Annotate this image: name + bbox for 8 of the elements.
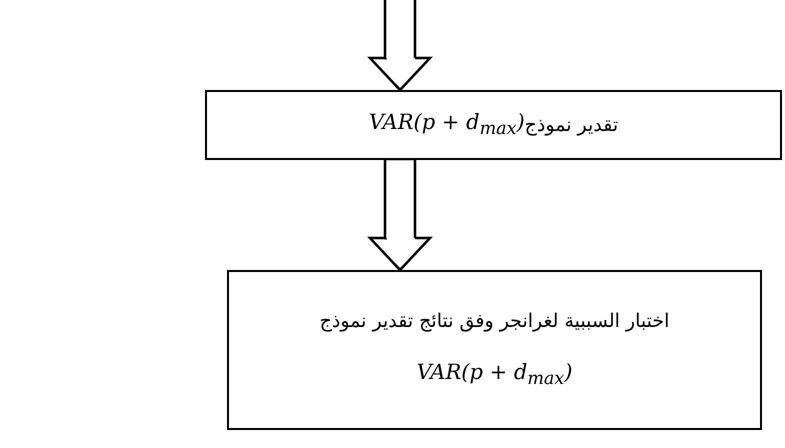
hollow-arrow (368, 0, 432, 92)
formula: VAR(p + d$_{max}$) (416, 360, 572, 390)
box-text: تقدير نموذج (524, 114, 618, 136)
hollow-arrow (368, 158, 432, 272)
box-text: اختبار السببية لغرانجر وفق نتائج تقدير نموذج (320, 310, 670, 332)
process-box (227, 270, 762, 430)
formula: VAR(p + d$_{max}$) (368, 110, 525, 140)
process-box (205, 90, 782, 160)
